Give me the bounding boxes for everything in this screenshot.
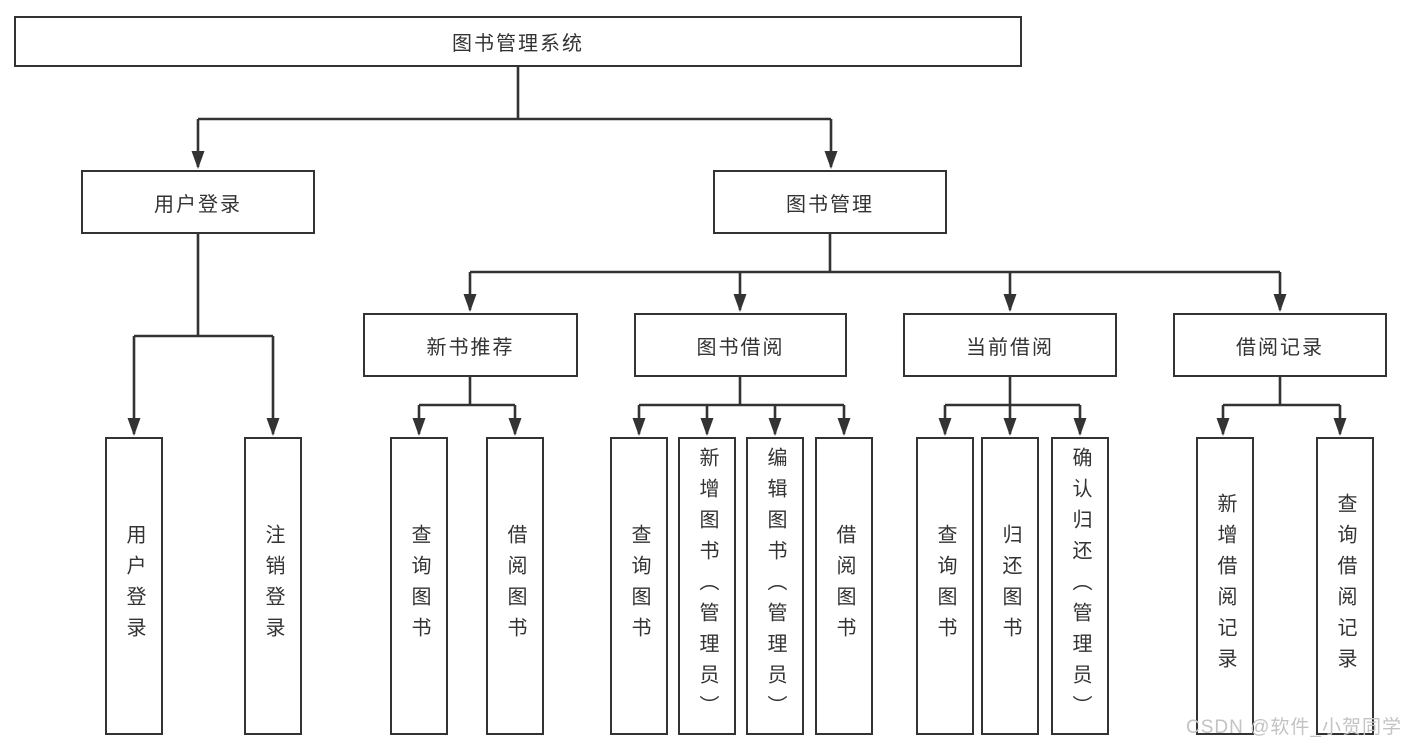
node-current-borrowing: 当前借阅 [903,313,1117,377]
leaf-add-book-admin: 新增图书（管理员） [678,437,736,735]
leaf-label: 查询图书 [934,524,956,648]
leaf-query-books-borrowing: 查询图书 [610,437,668,735]
node-new-book-recommendation: 新书推荐 [363,313,578,377]
leaf-label: 借阅图书 [833,524,855,648]
leaf-label: 注销登录 [262,524,284,648]
leaf-query-books-recommend: 查询图书 [390,437,448,735]
leaf-label: 确认归还（管理员） [1069,446,1091,726]
leaf-label: 借阅图书 [504,524,526,648]
leaf-query-books-current: 查询图书 [916,437,974,735]
node-user-login: 用户登录 [81,170,315,234]
node-book-borrowing: 图书借阅 [634,313,847,377]
leaf-user-login: 用户登录 [105,437,163,735]
leaf-return-book: 归还图书 [981,437,1039,735]
leaf-label: 用户登录 [123,524,145,648]
leaf-query-borrow-record: 查询借阅记录 [1316,437,1374,735]
csdn-watermark: CSDN @软件_小贺同学 [1186,717,1402,738]
leaf-label: 查询图书 [628,524,650,648]
leaf-label: 查询图书 [408,524,430,648]
leaf-edit-book-admin: 编辑图书（管理员） [746,437,804,735]
leaf-logout: 注销登录 [244,437,302,735]
leaf-add-borrow-record: 新增借阅记录 [1196,437,1254,735]
leaf-borrow-books-borrowing: 借阅图书 [815,437,873,735]
leaf-label: 查询借阅记录 [1334,493,1356,679]
node-library-management-system: 图书管理系统 [14,16,1022,67]
leaf-borrow-books-recommend: 借阅图书 [486,437,544,735]
leaf-label: 归还图书 [999,524,1021,648]
leaf-label: 新增借阅记录 [1214,493,1236,679]
leaf-label: 新增图书（管理员） [696,446,718,726]
node-borrowing-records: 借阅记录 [1173,313,1387,377]
leaf-label: 编辑图书（管理员） [764,446,786,726]
leaf-confirm-return-admin: 确认归还（管理员） [1051,437,1109,735]
node-book-management: 图书管理 [713,170,947,234]
